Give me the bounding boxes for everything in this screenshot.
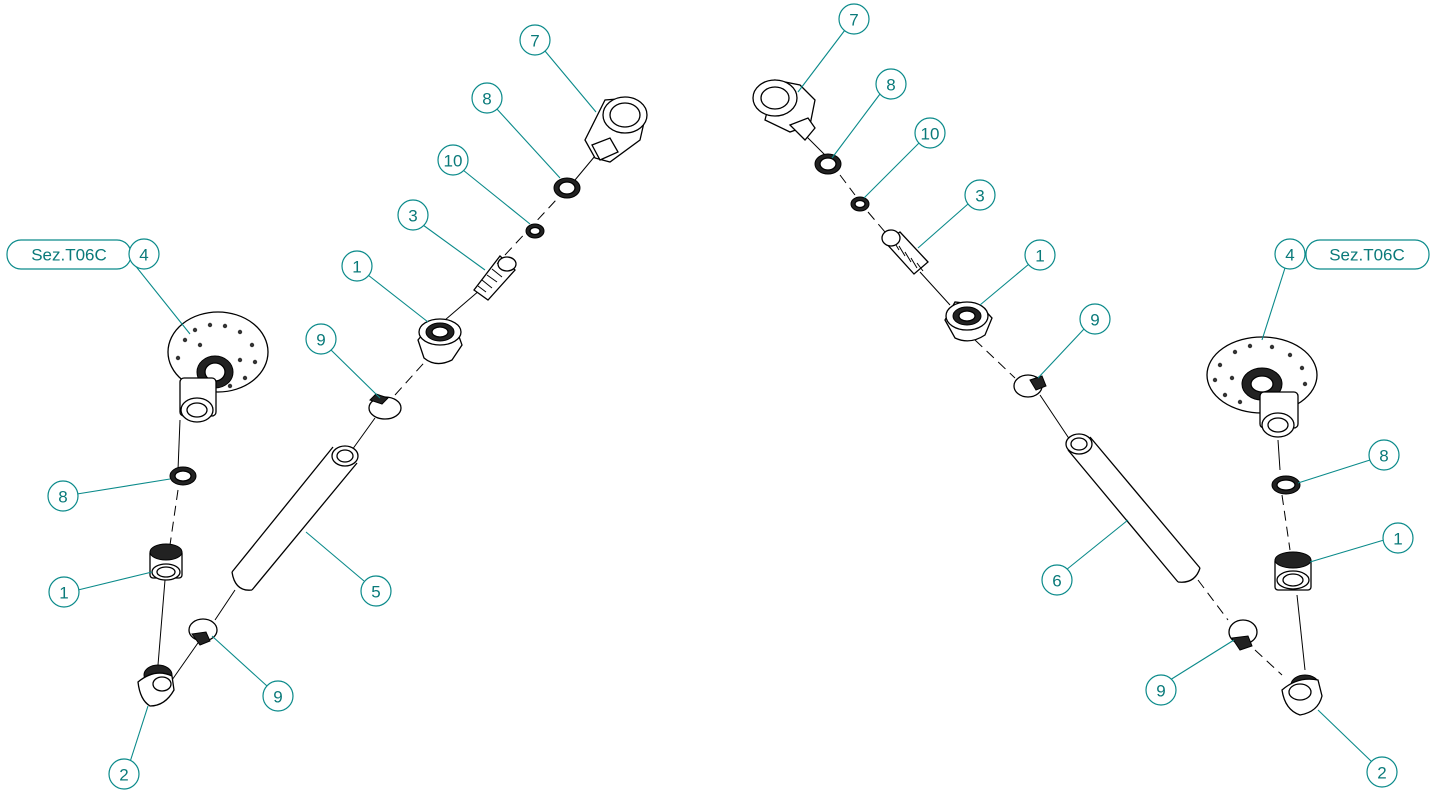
balloon-label: 6 xyxy=(1052,572,1061,591)
balloon-label: 7 xyxy=(530,32,539,51)
balloon-1: 1 xyxy=(341,250,373,282)
balloon-label: 1 xyxy=(59,584,68,603)
balloon-9: 9 xyxy=(305,323,337,355)
section-ref-label: Sez.T06C xyxy=(31,246,107,265)
balloon-1: 1 xyxy=(48,576,80,608)
oring-part xyxy=(1271,475,1301,495)
washer-part xyxy=(814,153,842,175)
ring-nut-part xyxy=(944,301,993,342)
balloon-9: 9 xyxy=(1145,674,1177,706)
clip-part xyxy=(1013,374,1047,398)
union-part xyxy=(752,79,816,141)
ring-nut-part xyxy=(417,318,463,365)
balloon-5: 5 xyxy=(360,575,392,607)
section-ref-left: Sez.T06C xyxy=(6,239,132,270)
balloon-label: 9 xyxy=(316,331,325,350)
section-ref-right: Sez.T06C xyxy=(1305,239,1430,270)
right-assembly: 7 8 10 3 1 9 6 xyxy=(752,3,1430,788)
hose-tail-part xyxy=(881,229,929,275)
balloon-label: 4 xyxy=(139,246,148,265)
balloon-label: 3 xyxy=(408,207,417,226)
balloon-label: 9 xyxy=(1090,311,1099,330)
sprinkler-part xyxy=(1206,336,1318,438)
balloon-label: 1 xyxy=(1035,247,1044,266)
ring-nut-part xyxy=(1274,551,1312,591)
washer-small-part xyxy=(850,196,870,212)
balloon-label: 8 xyxy=(482,90,491,109)
balloon-8: 8 xyxy=(1368,439,1400,471)
balloon-label: 1 xyxy=(1393,530,1402,549)
balloon-label: 9 xyxy=(273,688,282,707)
balloon-label: 2 xyxy=(1377,764,1386,783)
clip-part xyxy=(1228,619,1258,651)
balloon-8: 8 xyxy=(875,68,907,100)
section-ref-label: Sez.T06C xyxy=(1329,246,1405,265)
balloon-2: 2 xyxy=(108,758,140,790)
hose-tail-part xyxy=(473,255,517,301)
balloon-label: 5 xyxy=(371,583,380,602)
balloon-8: 8 xyxy=(471,82,503,114)
elbow-part xyxy=(1281,674,1323,716)
balloon-6: 6 xyxy=(1041,564,1073,596)
washer-part xyxy=(553,177,581,199)
elbow-part xyxy=(137,664,175,707)
balloon-label: 4 xyxy=(1285,246,1294,265)
washer-small-part xyxy=(525,223,545,239)
clip-part xyxy=(188,618,218,646)
balloon-label: 9 xyxy=(1156,682,1165,701)
balloon-label: 1 xyxy=(352,258,361,277)
balloon-4: 4 xyxy=(128,238,160,270)
balloon-1: 1 xyxy=(1024,239,1056,271)
balloon-3: 3 xyxy=(964,179,996,211)
balloon-label: 8 xyxy=(58,488,67,507)
balloon-7: 7 xyxy=(519,24,551,56)
oring-part xyxy=(169,466,197,486)
balloon-10: 10 xyxy=(914,117,946,149)
left-assembly: Sez.T06C 4 8 1 2 9 5 xyxy=(6,24,648,790)
sprinkler-part xyxy=(167,311,269,423)
balloon-2: 2 xyxy=(1366,756,1398,788)
balloon-9: 9 xyxy=(1079,303,1111,335)
clip-part xyxy=(368,393,402,420)
balloon-8: 8 xyxy=(47,480,79,512)
balloon-9: 9 xyxy=(262,680,294,712)
balloon-label: 7 xyxy=(849,11,858,30)
balloon-7: 7 xyxy=(838,3,870,35)
balloon-1: 1 xyxy=(1382,522,1414,554)
balloon-label: 8 xyxy=(886,76,895,95)
balloon-label: 10 xyxy=(444,152,463,171)
balloon-label: 3 xyxy=(975,187,984,206)
balloon-label: 2 xyxy=(119,766,128,785)
balloon-3: 3 xyxy=(397,199,429,231)
balloon-4: 4 xyxy=(1274,238,1306,270)
ring-nut-part xyxy=(149,543,183,581)
union-part xyxy=(584,96,648,163)
balloon-label: 8 xyxy=(1379,447,1388,466)
balloon-10: 10 xyxy=(437,144,469,176)
balloon-label: 10 xyxy=(921,125,940,144)
tube-part xyxy=(231,445,359,591)
tube-part xyxy=(1065,433,1201,583)
